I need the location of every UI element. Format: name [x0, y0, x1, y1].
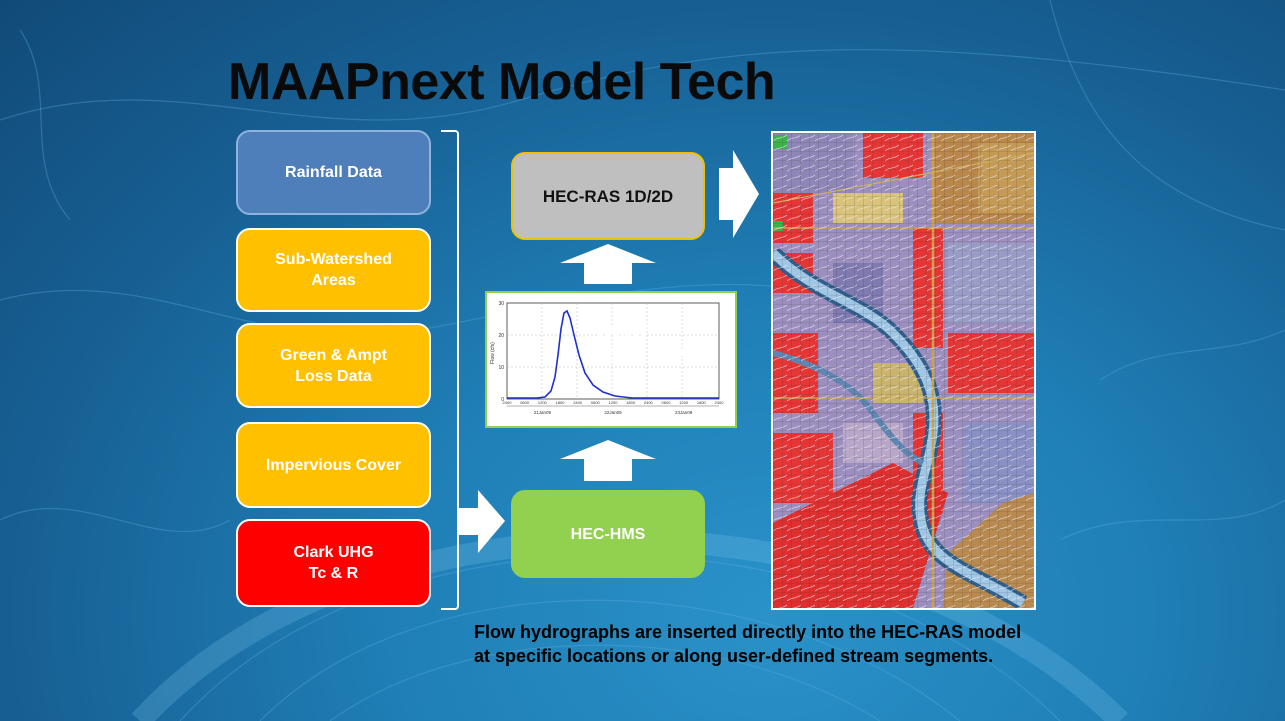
- caption-text: Flow hydrographs are inserted directly i…: [474, 622, 1022, 666]
- green-ampt-loss-data-box: Green & Ampt Loss Data: [236, 323, 431, 408]
- slide-title: MAAPnext Model Tech: [228, 53, 776, 111]
- x-tick-label: 2400: [503, 400, 513, 405]
- hec-ras-box: HEC-RAS 1D/2D: [511, 152, 705, 240]
- x-tick-label: 2400: [573, 400, 583, 405]
- x-tick-label: 2400: [644, 400, 654, 405]
- x-tick-label: 1800: [697, 400, 707, 405]
- clark-uhg-box: Clark UHG Tc & R: [236, 519, 431, 607]
- date-label: 22Jan09: [604, 410, 622, 415]
- y-tick-label: 10: [498, 365, 504, 371]
- x-tick-label: 0600: [591, 400, 601, 405]
- x-tick-label: 2400: [715, 400, 725, 405]
- sub-watershed-areas-box: Sub-Watershed Areas: [236, 228, 431, 312]
- rainfall-data-box: Rainfall Data: [236, 130, 431, 215]
- y-tick-label: 30: [498, 301, 504, 307]
- x-tick-label: 1800: [626, 400, 636, 405]
- date-label: 23Jan09: [675, 410, 693, 415]
- hec-hms-box: HEC-HMS: [511, 490, 705, 578]
- x-tick-label: 0600: [520, 400, 530, 405]
- up-arrow-icon: [560, 244, 656, 284]
- x-tick-label: 0600: [662, 400, 672, 405]
- inputs-bracket: [441, 130, 459, 610]
- y-tick-label: 20: [498, 333, 504, 339]
- impervious-cover-box: Impervious Cover: [236, 422, 431, 508]
- hec-ras-2d-mesh-map: [771, 131, 1036, 610]
- up-arrow-icon: [560, 440, 656, 481]
- right-arrow-icon: [719, 150, 759, 238]
- hydrograph-line: [507, 309, 719, 399]
- x-tick-label: 1800: [556, 400, 566, 405]
- y-tick-label: 0: [501, 397, 504, 403]
- x-tick-label: 1200: [679, 400, 689, 405]
- date-label: 21Jan09: [534, 410, 552, 415]
- x-tick-label: 1200: [609, 400, 619, 405]
- y-axis-label: Flow (cfs): [490, 342, 496, 364]
- x-tick-label: 1200: [538, 400, 548, 405]
- right-arrow-icon: [459, 490, 505, 553]
- runoff-hydrograph-chart: 0 10 20 30 2400 0600 1200 1800 2400 0600 1200 1800…: [485, 291, 737, 428]
- runoff-hydrographs-label: Runoff Hydrographs: [598, 321, 704, 361]
